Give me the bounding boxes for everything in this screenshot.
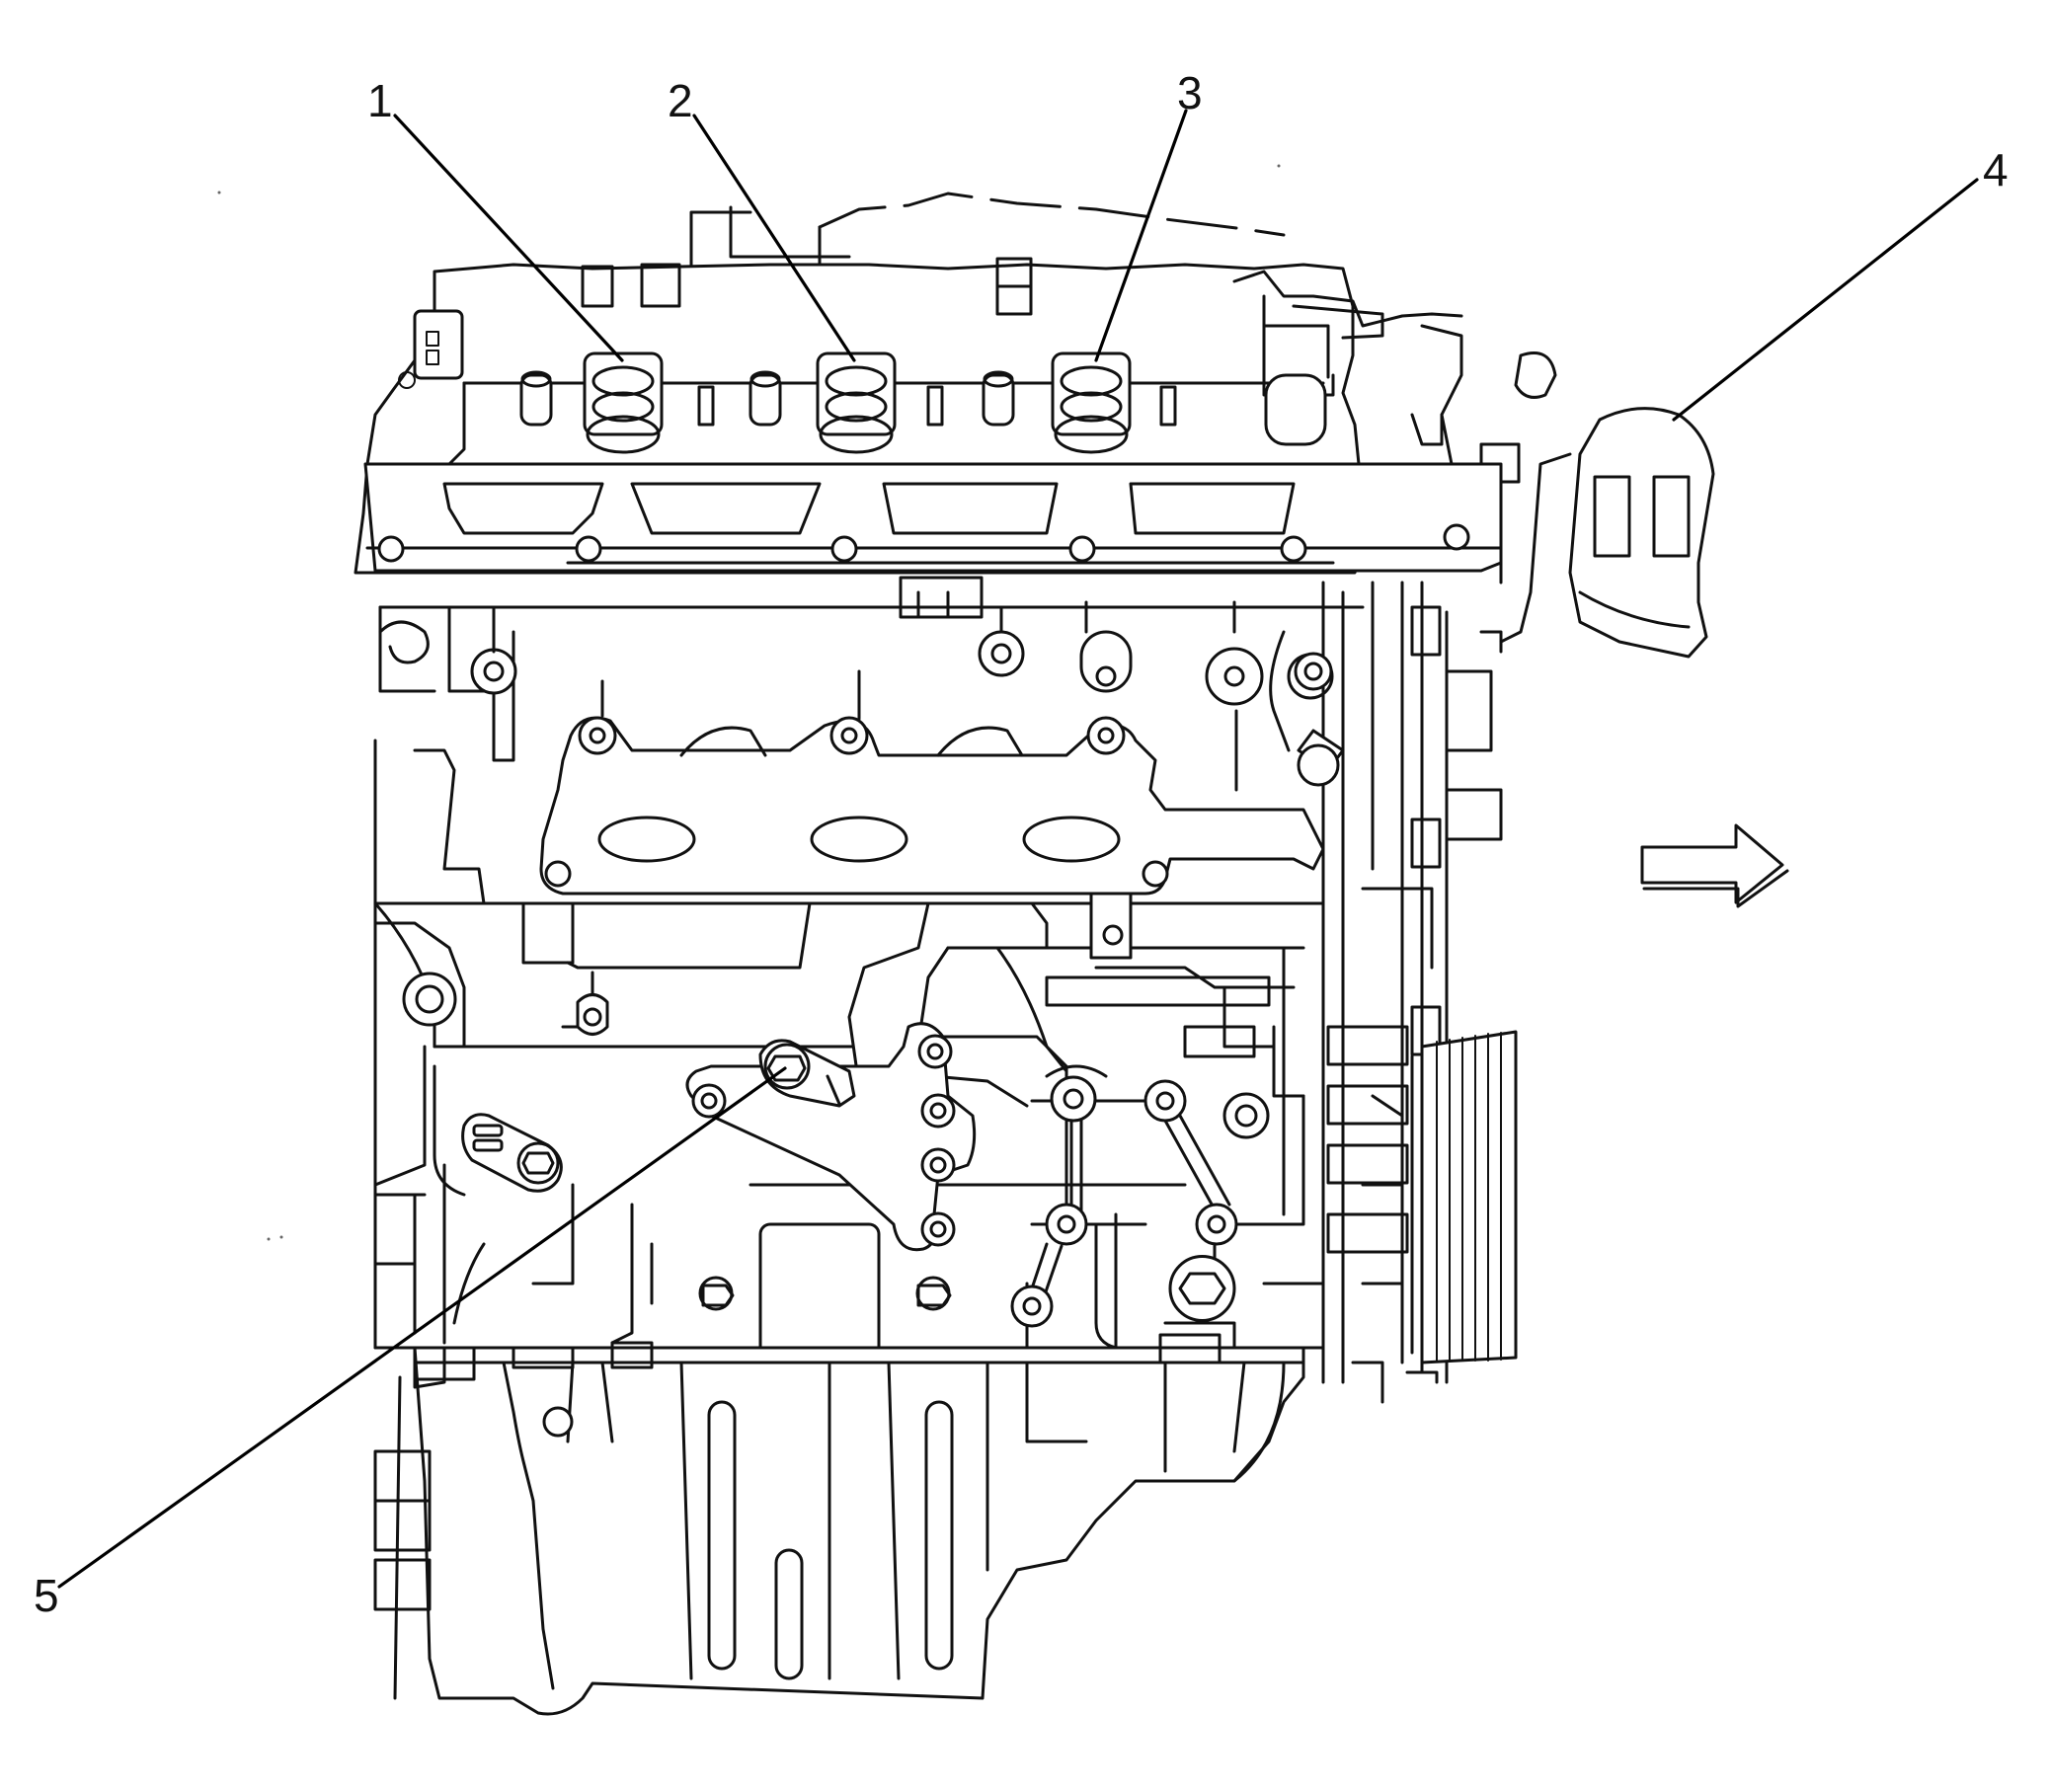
- leader-3: [1094, 109, 1188, 362]
- ignition-coil-1: [583, 351, 664, 454]
- cylinder-head: [378, 576, 1365, 762]
- scan-specks: [217, 164, 1281, 1241]
- callout-5: 5: [34, 1570, 59, 1621]
- leader-2: [692, 114, 856, 362]
- exhaust-manifold: [539, 669, 1325, 896]
- callout-leaders: [57, 109, 1979, 1589]
- ignition-coil-2: [816, 351, 897, 454]
- sensor-left: [461, 1113, 563, 1193]
- oil-pan: [373, 1333, 1305, 1716]
- air-duct-4: [1499, 407, 1715, 659]
- callout-3: 3: [1177, 67, 1203, 118]
- right-arrow-icon: [1640, 823, 1789, 908]
- crankshaft-pulley: [1405, 1030, 1518, 1384]
- block-ribs: [452, 1022, 1270, 1350]
- leader-1: [393, 114, 624, 362]
- callout-labels: 1 2 3 4 5: [34, 67, 2009, 1621]
- sensor-5: [758, 1039, 856, 1108]
- callout-1: 1: [367, 75, 393, 126]
- ignition-coil-3: [1051, 351, 1132, 454]
- leader-4: [1672, 178, 1979, 422]
- callout-4: 4: [1983, 144, 2009, 195]
- callout-2: 2: [668, 75, 693, 126]
- coil-bolts: [519, 324, 1330, 446]
- valve-cover-rail: [363, 462, 1503, 573]
- leader-5: [57, 1066, 787, 1589]
